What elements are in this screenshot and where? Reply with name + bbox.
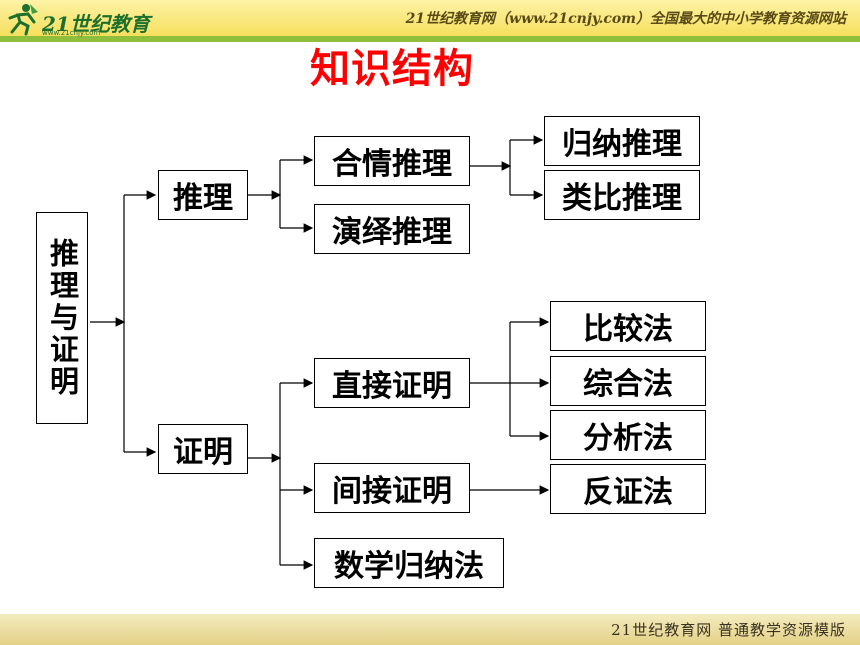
node-plausible: 合情推理 — [314, 136, 470, 186]
logo-url: www.21cnjy.com — [42, 29, 101, 37]
header-band — [0, 36, 860, 42]
node-reasoning: 推理 — [158, 170, 248, 220]
node-root: 推理与证明 — [36, 212, 88, 424]
node-analysis: 分析法 — [550, 410, 706, 460]
node-direct: 直接证明 — [314, 358, 470, 408]
node-contradiction: 反证法 — [550, 464, 706, 514]
title-text: 知识结构 — [310, 46, 474, 92]
page-title: 知识结构 — [0, 36, 860, 92]
logo-text: 21世纪教育 — [42, 12, 150, 36]
footer-text: 21世纪教育网 普通教学资源模版 — [611, 621, 846, 639]
node-inductive: 归纳推理 — [544, 116, 700, 166]
header-bar — [0, 0, 860, 36]
footer-bar: 21世纪教育网 普通教学资源模版 — [0, 614, 860, 645]
runner-icon — [8, 4, 38, 36]
site-logo[interactable]: 21世纪教育 www.21cnjy.com — [6, 2, 156, 38]
node-comparison: 比较法 — [550, 301, 706, 351]
header-slogan: 21世纪教育网（www.21cnjy.com）全国最大的中小学教育资源网站 — [405, 11, 846, 27]
node-induction: 数学归纳法 — [314, 538, 504, 588]
node-proof: 证明 — [158, 424, 248, 474]
node-indirect: 间接证明 — [314, 463, 470, 513]
node-analogical: 类比推理 — [544, 170, 700, 220]
node-deductive: 演绎推理 — [314, 204, 470, 254]
node-synthesis: 综合法 — [550, 356, 706, 406]
